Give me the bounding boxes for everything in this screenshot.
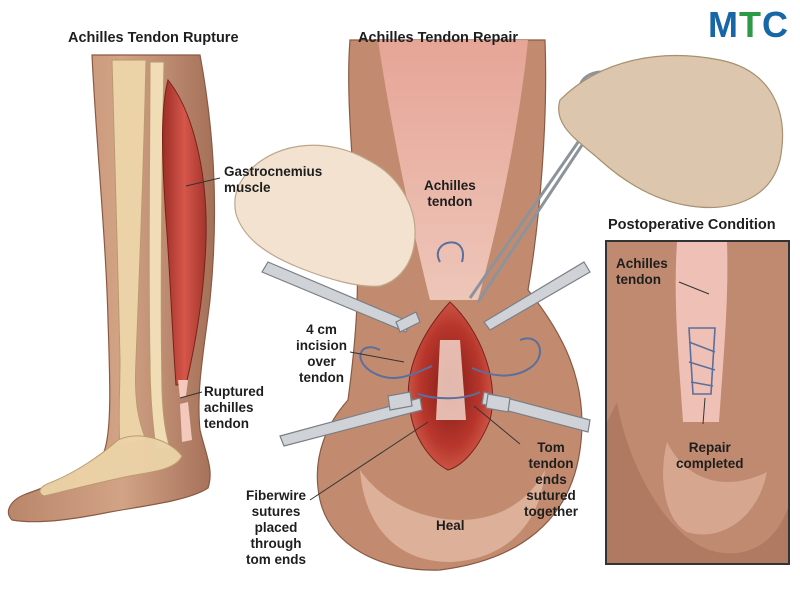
heel-pad	[360, 470, 545, 562]
gastrocnemius-leader	[185, 177, 221, 187]
postop-tendon	[675, 242, 728, 422]
mtc-logo: MTC	[708, 4, 789, 45]
postop-heel-highlight	[663, 442, 767, 535]
postop-title: Postoperative Condition	[608, 217, 776, 233]
postop-artwork	[607, 242, 788, 563]
ruptured-leader	[179, 391, 203, 399]
incision-label: 4 cm incision over tendon	[296, 322, 348, 385]
fiberwire-leader	[309, 421, 429, 501]
fiberwire-label: Fiberwire sutures placed through tom end…	[246, 488, 307, 567]
foot-bones	[39, 435, 183, 497]
ruptured-label: Ruptured achilles tendon	[204, 384, 264, 431]
postop-achilles-label: Achilles tendon	[616, 256, 668, 287]
rupture-title: Achilles Tendon Rupture	[68, 30, 239, 46]
postop-repair-label: Repair completed	[676, 440, 744, 471]
gloved-hand-right	[558, 55, 784, 209]
gastrocnemius-label: Gastrocnemius muscle	[224, 164, 323, 195]
leg-rupture-figure	[7, 54, 221, 523]
tom-ends-leader	[473, 405, 521, 445]
sutures	[359, 241, 541, 400]
repair-title: Achilles Tendon Repair	[358, 30, 519, 46]
incision-leader	[349, 351, 405, 363]
ruptured-tendon-upper	[178, 380, 188, 398]
tendon-ends	[436, 340, 466, 420]
gloved-hand-left	[234, 144, 416, 287]
retractors	[261, 261, 591, 447]
heal-label: Heal	[436, 518, 465, 533]
postop-sutures	[688, 327, 716, 395]
achilles-label: Achilles tendon	[424, 178, 476, 209]
tom-ends-label: Tom tendon ends sutured together	[524, 440, 578, 519]
postop-heel	[607, 402, 788, 563]
postop-inset	[605, 240, 790, 565]
ruptured-tendon-lower	[180, 402, 192, 442]
repair-figure	[234, 39, 784, 571]
